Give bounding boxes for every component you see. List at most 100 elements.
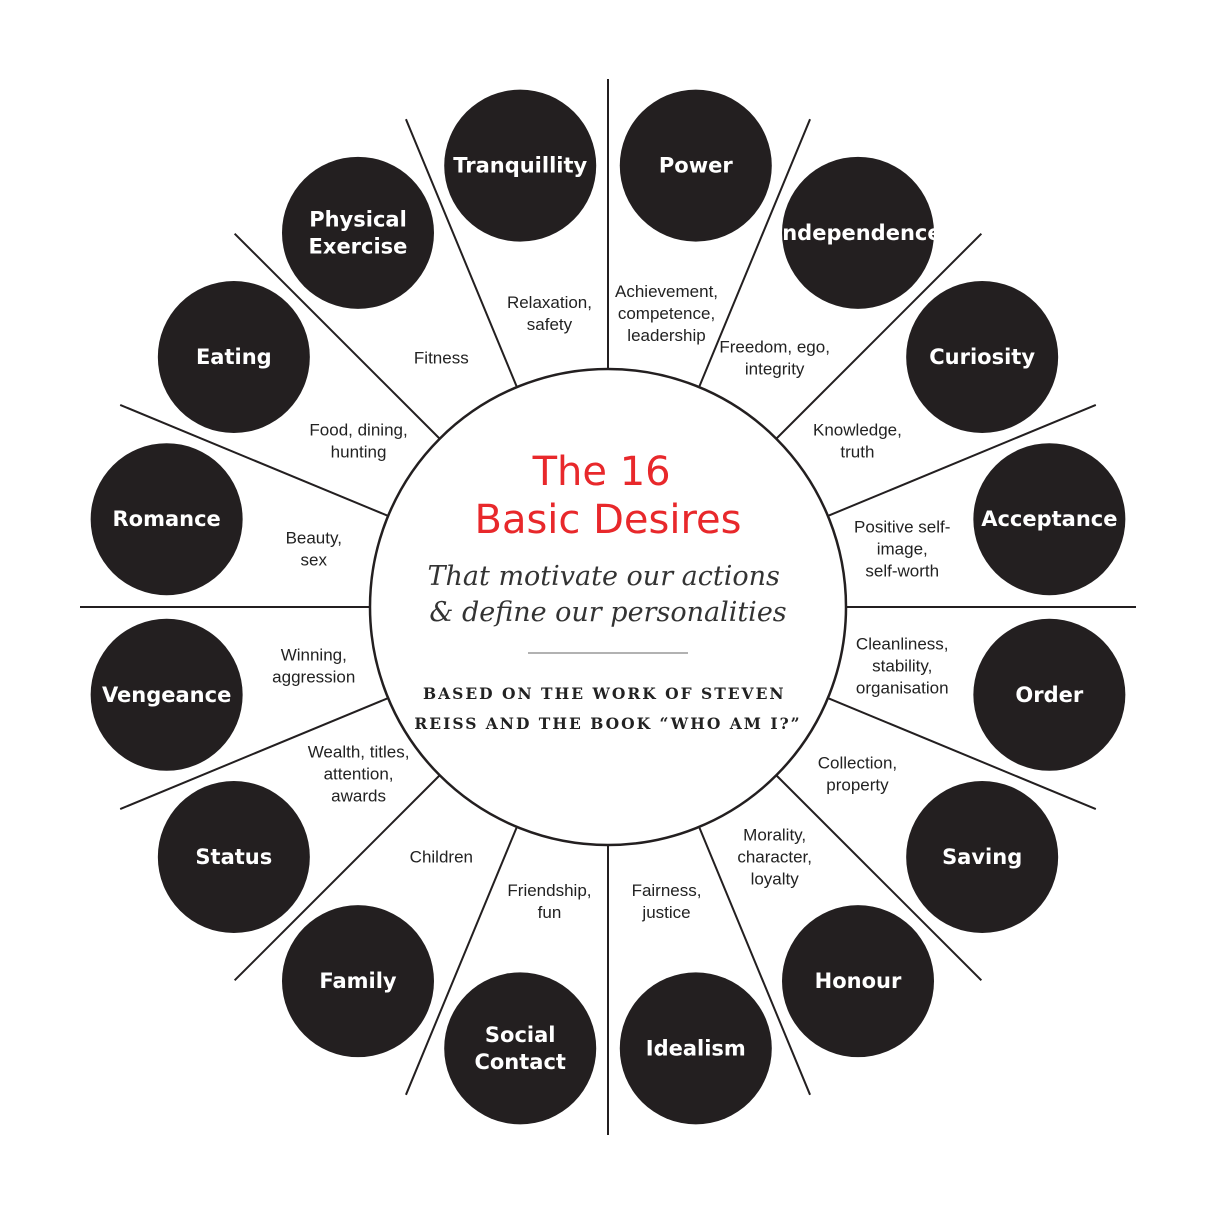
desire-disc [281,156,434,309]
desire-description-line: Food, dining, [309,420,407,439]
desire-disc [973,443,1126,596]
desire-family: Family [281,905,434,1058]
desire-name-line: Order [1015,683,1083,707]
spoke-line [119,696,391,810]
center-subtitle: That motivate our actions & define our p… [428,561,789,628]
desire-description: Winning, aggression [272,646,355,687]
desire-disc [90,443,243,596]
desire-name: Idealism [646,1036,746,1060]
desire-disc [281,905,434,1058]
desire-name-line: Acceptance [981,507,1117,531]
desire-description-line: Friendship, [507,881,591,900]
desire-status: Status [157,781,310,934]
center-circle [368,367,848,847]
desire-description: Beauty, sex [286,528,342,569]
desire-honour: Honour [782,905,935,1058]
desire-name-line: Family [319,969,397,993]
desire-description: Collection, property [818,754,897,795]
desire-name-line: Curiosity [929,345,1035,369]
desire-description-line: leadership [627,326,705,345]
desire-description-line: competence, [618,304,715,323]
desire-disc [157,781,310,934]
center-content: The 16 Basic Desires That motivate our a… [414,449,801,733]
desire-name: Family [319,969,397,993]
desire-name: Saving [942,845,1022,869]
center-subtitle-line-1: That motivate our actions [428,561,780,592]
desire-description-line: organisation [856,679,949,698]
desire-name: Tranquillity [453,154,587,178]
spoke-line [233,232,442,441]
desire-description-line: self-worth [865,561,939,580]
desire-description-line: Beauty, [286,528,342,547]
desire-disc [619,89,772,242]
desire-description-line: Relaxation, [507,293,592,312]
desire-disc [906,781,1059,934]
desire-name: Order [1015,683,1083,707]
spoke-line [233,773,442,982]
desire-description-line: attention, [324,765,394,784]
desire-description: Positive self-image,self-worth [854,517,950,580]
desire-description-line: Achievement, [615,282,718,301]
desire-name: Power [659,154,733,178]
desire-name: Eating [196,345,272,369]
desire-description: Morality,character,loyalty [737,825,812,888]
desire-name: Curiosity [929,345,1035,369]
spoke-line [774,232,983,441]
desire-name-line: Exercise [309,234,408,258]
desire-description-line: property [826,776,889,795]
center-title-line-2: Basic Desires [475,497,742,543]
spoke-line [405,118,519,390]
desire-tranquillity: Tranquillity [444,89,597,242]
desire-description-line: safety [527,315,573,334]
desire-description: Friendship,fun [507,881,591,922]
desire-independence: Independence [774,156,942,309]
center-credit-line-1: BASED ON THE WORK OF STEVEN [423,684,786,703]
desire-description: Freedom, ego,integrity [719,338,830,379]
desire-romance: Romance [90,443,243,596]
desire-name-line: Romance [112,507,220,531]
center-credit-line-2: REISS AND THE BOOK “WHO AM I?” [414,714,801,733]
desire-description-line: sex [301,550,328,569]
spoke-line [405,824,519,1096]
desire-description-line: Positive self- [854,517,950,536]
desire-description-line: Knowledge, [813,420,902,439]
desire-description-line: stability, [872,657,932,676]
center-title: The 16 Basic Desires [475,449,742,543]
desire-disc [973,618,1126,771]
desire-name: Vengeance [102,683,231,707]
desire-name-line: Physical [309,207,407,231]
desire-name: Acceptance [981,507,1117,531]
spoke-line [774,773,983,982]
desire-saving: Saving [906,781,1059,934]
spoke-line [697,118,811,390]
spoke-line [825,404,1097,518]
desire-vengeance: Vengeance [90,618,243,771]
desire-description-line: hunting [331,442,387,461]
spokes [80,79,1136,1135]
desire-description-line: truth [840,442,874,461]
desire-description: Food, dining, hunting [309,420,407,461]
desire-description-line: Wealth, titles, [308,743,410,762]
desire-name-line: Eating [196,345,272,369]
desire-description: Knowledge, truth [813,420,902,461]
desire-name-line: Vengeance [102,683,231,707]
desire-acceptance: Acceptance [973,443,1126,596]
desire-disc [444,89,597,242]
desire-name-line: Power [659,154,733,178]
desire-description-line: Cleanliness, [856,635,949,654]
desire-description-line: aggression [272,668,355,687]
desire-curiosity: Curiosity [906,280,1059,433]
desire-description-line: awards [331,787,386,806]
spoke-line [825,696,1097,810]
desire-disc [782,905,935,1058]
spoke-line [697,824,811,1096]
center-title-line-1: The 16 [532,449,671,495]
desire-discs: Power IndependenceCuriosityAcceptanceOrde… [90,89,1126,1125]
desire-name-line: Social [485,1023,556,1047]
desire-description: Children [410,847,473,866]
desire-description-line: Collection, [818,754,897,773]
desire-description-line: Winning, [281,646,347,665]
